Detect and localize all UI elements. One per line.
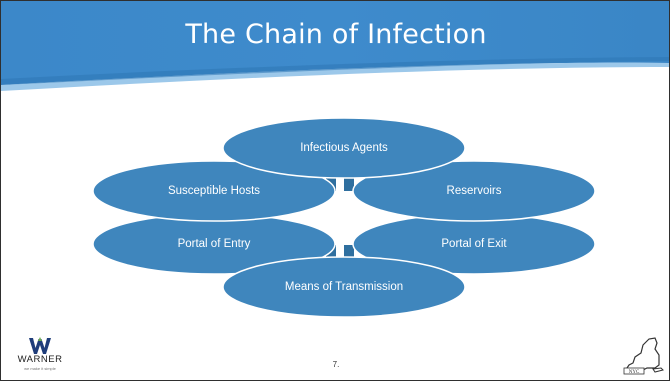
oval-infectious-agents: [222, 117, 466, 179]
slide-title: The Chain of Infection: [185, 19, 487, 50]
warner-logo: WARNER we make it simple: [11, 337, 69, 375]
label-reservoirs: Reservoirs: [446, 185, 502, 197]
state-outline-logo-icon: NYC: [623, 337, 664, 375]
label-portal-of-exit: Portal of Exit: [441, 238, 507, 250]
warner-logo-tagline: we make it simple: [24, 366, 56, 371]
oval-susceptible-hosts: [92, 160, 336, 222]
oval-reservoirs: [352, 160, 596, 222]
oval-means-of-transmission: [222, 256, 466, 318]
label-infectious-agents: Infectious Agents: [300, 142, 388, 154]
header-band: [1, 1, 669, 91]
connector-bottom-right: [344, 245, 354, 259]
label-means-of-transmission: Means of Transmission: [284, 281, 404, 293]
page-number: 7.: [332, 360, 340, 369]
label-susceptible-hosts: Susceptible Hosts: [167, 185, 261, 197]
label-portal-of-entry: Portal of Entry: [177, 238, 251, 250]
connector-top-right: [344, 177, 354, 191]
warner-w-icon: [29, 337, 51, 354]
state-logo-text: NYC: [629, 370, 640, 375]
warner-logo-text: WARNER: [17, 354, 63, 365]
